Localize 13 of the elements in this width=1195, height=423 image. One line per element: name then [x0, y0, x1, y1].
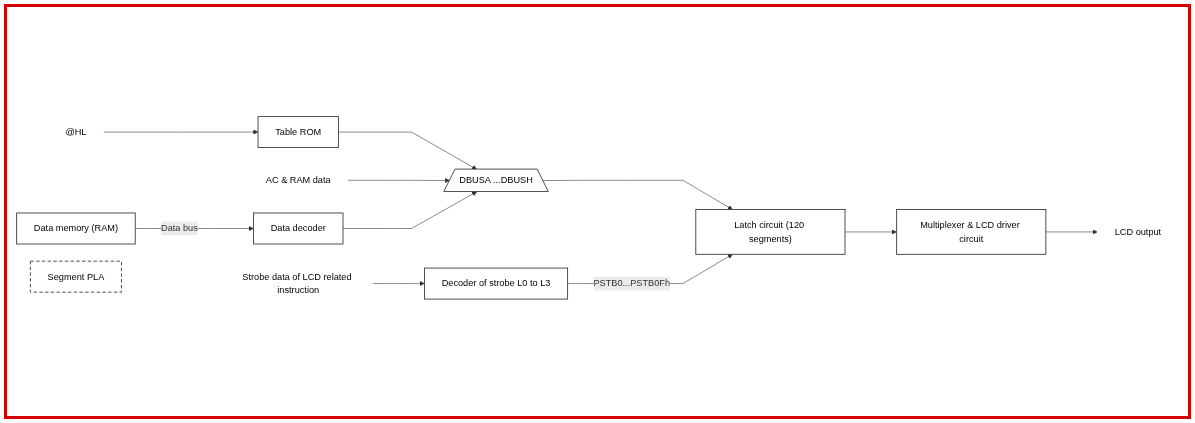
edge-label: PSTB0...PSTB0Fh [593, 278, 670, 289]
node-text: Strobe data of LCD related instruction [242, 271, 352, 296]
node-text: AC & RAM data [265, 175, 331, 186]
node-box: Table ROM [257, 116, 339, 149]
node-box: Segment PLA [29, 261, 122, 293]
node-box: Data decoder [253, 212, 344, 245]
node-text: LCD output [1114, 226, 1162, 237]
edge-label: Data bus [161, 223, 198, 234]
node-text: @HL [65, 127, 87, 137]
node-box: Latch circuit (120 segments) [695, 209, 846, 255]
node-box: Decoder of strobe L0 to L3 [424, 267, 569, 300]
node-box: Data memory (RAM) [16, 212, 136, 245]
node-box: Multiplexer & LCD driver circuit [896, 209, 1047, 255]
